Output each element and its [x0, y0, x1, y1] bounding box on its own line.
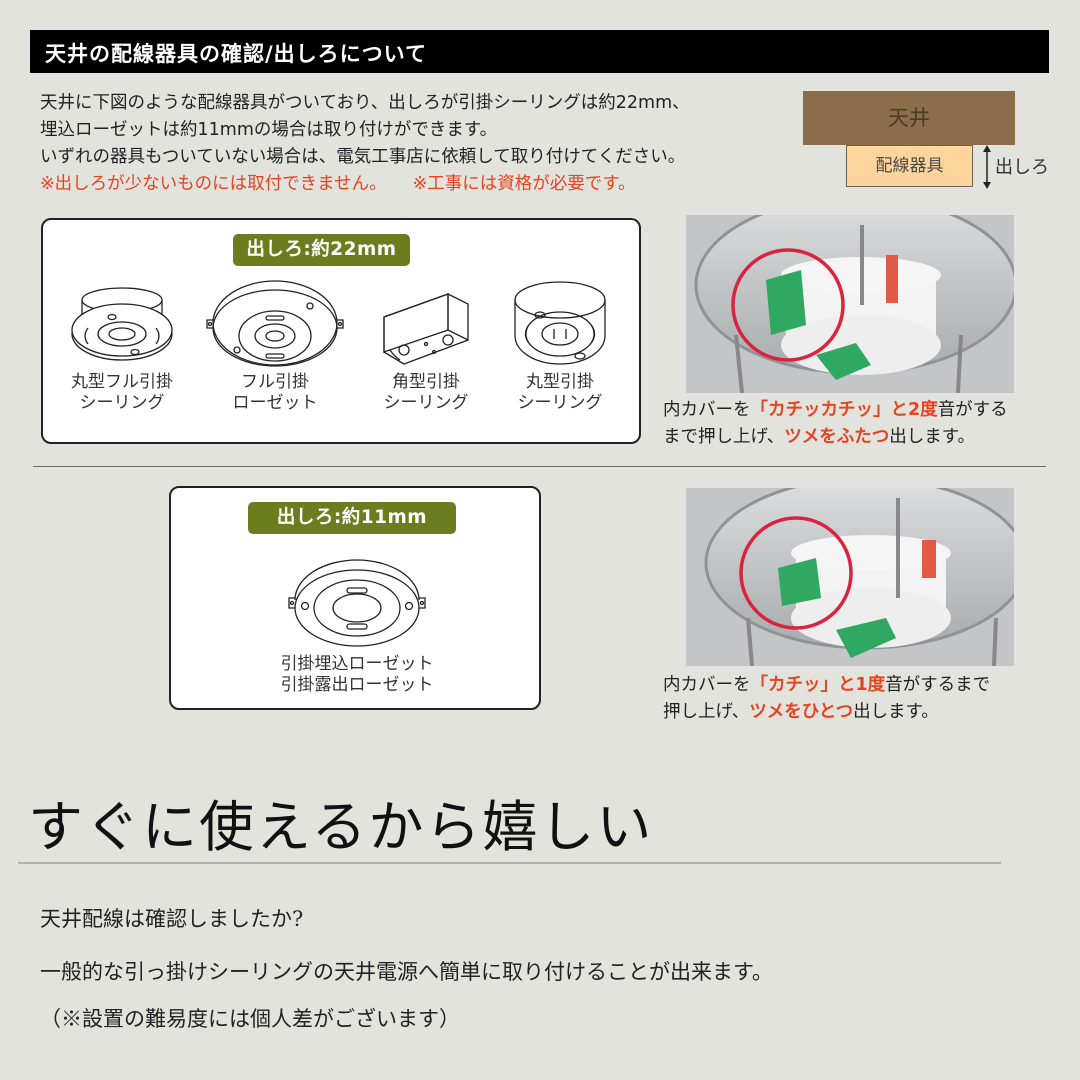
- clearance-badge-22mm: 出しろ:約22mm: [233, 234, 410, 266]
- intro-line: 天井に下図のような配線器具がついており、出しろが引掛シーリングは約22mm、: [40, 93, 690, 113]
- section-divider: [33, 466, 1046, 467]
- caption-one-click: 内カバーを「カチッ」と1度音がするまで 押し上げ、ツメをひとつ出します。: [663, 672, 990, 726]
- section-header-bar: 天井の配線器具の確認/出しろについて: [30, 30, 1049, 73]
- ceiling-block: 天井: [803, 91, 1015, 145]
- panel-22mm: 出しろ:約22mm 丸型フル引掛 シーリング フル引掛: [41, 218, 641, 444]
- intro-line: いずれの器具もついていない場合は、電気工事店に依頼して取り付けてください。: [40, 147, 686, 167]
- caption-text: 内カバーを: [663, 400, 751, 420]
- double-arrow-icon: [983, 145, 991, 189]
- device-item: 引掛埋込ローゼット 引掛露出ローゼット: [257, 550, 457, 696]
- embedded-rosette-icon: [288, 559, 426, 647]
- install-photo-two-clicks: [686, 215, 1014, 393]
- caption-highlight: ツメをふたつ: [784, 427, 890, 447]
- device-item: フル引掛 ローゼット: [195, 278, 355, 414]
- device-label: フル引掛: [241, 372, 309, 392]
- caption-highlight: 「カチッ」と1度: [750, 675, 886, 695]
- caption-highlight: ツメをひとつ: [749, 702, 854, 722]
- device-label: 引掛埋込ローゼット: [280, 654, 434, 674]
- device-label: 丸型フル引掛: [71, 372, 173, 392]
- panel-11mm: 出しろ:約11mm 引掛埋込ローゼット 引掛露出ローゼット: [169, 486, 541, 710]
- clearance-diagram: 天井 配線器具 出しろ: [803, 91, 1053, 191]
- install-photo-one-click: [686, 488, 1014, 666]
- device-label: シーリング: [383, 393, 469, 413]
- intro-line: 埋込ローゼットは約11mmの場合は取り付けができます。: [40, 120, 498, 140]
- device-item: 丸型フル引掛 シーリング: [57, 282, 187, 414]
- feature-line: （※設置の難易度には個人差がございます）: [40, 1007, 460, 1031]
- device-label: シーリング: [517, 393, 603, 413]
- caption-two-clicks: 内カバーを「カチッカチッ」と2度音がする まで押し上げ、ツメをふたつ出します。: [663, 397, 1008, 451]
- caption-text: 音がする: [937, 400, 1008, 420]
- caption-text: 音がするまで: [885, 675, 991, 695]
- caption-text: 押し上げ、: [663, 702, 750, 722]
- round-hook-ceiling-icon: [514, 281, 606, 365]
- device-item: 丸型引掛 シーリング: [495, 278, 625, 414]
- caption-highlight: 「カチッカチッ」と2度: [750, 400, 938, 420]
- device-item: 角型引掛 シーリング: [361, 282, 491, 414]
- clearance-badge-11mm: 出しろ:約11mm: [248, 502, 456, 534]
- round-full-hook-ceiling-icon: [71, 287, 173, 361]
- caption-text: 内カバーを: [663, 675, 751, 695]
- fixture-block: 配線器具: [846, 145, 973, 187]
- section-title: 天井の配線器具の確認/出しろについて: [45, 42, 428, 66]
- feature-heading-rule: [18, 862, 1001, 864]
- intro-warning: ※出しろが少ないものには取付できません。 ※工事には資格が必要です。: [40, 171, 800, 198]
- clearance-label: 出しろ: [995, 157, 1049, 178]
- caption-text: 出します。: [889, 427, 976, 447]
- feature-heading: すぐに使えるから嬉しい: [28, 795, 654, 859]
- device-label: 丸型引掛: [526, 372, 594, 392]
- ceiling-mount-photo-icon: [686, 488, 1014, 666]
- caption-text: まで押し上げ、: [663, 427, 785, 447]
- full-hook-rosette-icon: [206, 280, 344, 367]
- feature-line: 天井配線は確認しましたか?: [40, 907, 304, 931]
- device-label: 角型引掛: [392, 372, 460, 392]
- caption-text: 出します。: [853, 702, 939, 722]
- device-label: シーリング: [79, 393, 165, 413]
- warning-no-clearance: ※出しろが少ないものには取付できません。: [40, 174, 387, 194]
- square-hook-ceiling-icon: [383, 293, 469, 365]
- warning-license-required: ※工事には資格が必要です。: [412, 174, 636, 194]
- device-label: 引掛露出ローゼット: [280, 675, 434, 695]
- feature-line: 一般的な引っ掛けシーリングの天井電源へ簡単に取り付けることが出来ます。: [40, 960, 773, 984]
- ceiling-mount-photo-icon: [686, 215, 1014, 393]
- intro-text: 天井に下図のような配線器具がついており、出しろが引掛シーリングは約22mm、 埋…: [40, 90, 800, 198]
- device-label: ローゼット: [232, 393, 318, 413]
